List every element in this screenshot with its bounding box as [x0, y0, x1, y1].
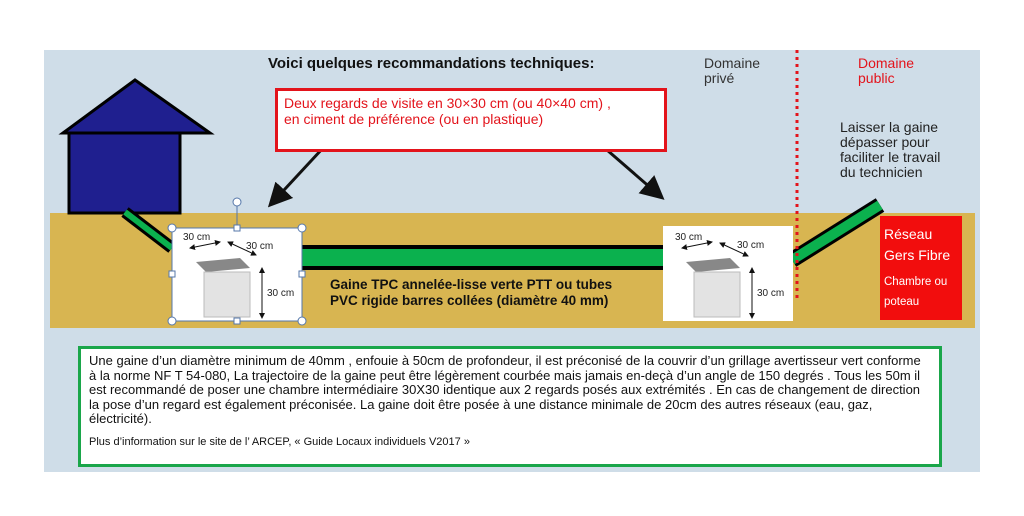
- note-line: faciliter le travail: [840, 149, 941, 165]
- dimension-height: 30 cm: [757, 288, 785, 299]
- sheath-line: PVC rigide barres collées (diamètre 40 m…: [330, 293, 609, 308]
- sheath-line: Gaine TPC annelée-lisse verte PTT ou tub…: [330, 277, 613, 292]
- note-line: dépasser pour: [840, 134, 930, 150]
- network-box: Réseau Gers Fibre Chambre ou poteau: [880, 216, 962, 320]
- network-sub: poteau: [884, 296, 920, 308]
- arrow-right: [606, 148, 665, 200]
- zone-label: public: [858, 70, 895, 86]
- callout-line: en ciment de préférence (ou en plastique…: [284, 111, 544, 127]
- info-box: Une gaine d’un diamètre minimum de 40mm …: [78, 346, 942, 467]
- network-sub: Chambre ou: [884, 276, 948, 288]
- dimension-width: 30 cm: [183, 232, 211, 243]
- zone-label: Domaine: [704, 55, 761, 71]
- note-line: du technicien: [840, 164, 923, 180]
- dimension-depth: 30 cm: [737, 240, 765, 251]
- info-text: Une gaine d’un diamètre minimum de 40mm …: [89, 353, 921, 426]
- callout-box: Deux regards de visite en 30×30 cm (ou 4…: [275, 88, 667, 152]
- manhole-box-right: [663, 226, 793, 321]
- manhole-box-left: [167, 197, 307, 326]
- house-icon: [58, 78, 215, 215]
- arrow-left: [267, 146, 325, 208]
- dimension-width: 30 cm: [675, 232, 703, 243]
- dimension-height: 30 cm: [267, 288, 295, 299]
- callout-line: Deux regards de visite en 30×30 cm (ou 4…: [284, 95, 611, 111]
- pipe-horizontal: [298, 245, 667, 270]
- dimension-depth: 30 cm: [246, 241, 274, 252]
- info-more: Plus d’information sur le site de l’ ARC…: [89, 435, 470, 448]
- zone-label: Domaine: [858, 55, 915, 71]
- note-line: Laisser la gaine: [840, 119, 939, 135]
- sheath-label: Gaine TPC annelée-lisse verte PTT ou tub…: [330, 277, 612, 309]
- zone-label: privé: [704, 70, 735, 86]
- page-title: Voici quelques recommandations technique…: [268, 55, 595, 72]
- leave-sheath-note: Laisser la gaine dépasser pour faciliter…: [840, 120, 940, 180]
- network-name: Réseau: [884, 226, 933, 242]
- network-name: Gers Fibre: [884, 247, 951, 263]
